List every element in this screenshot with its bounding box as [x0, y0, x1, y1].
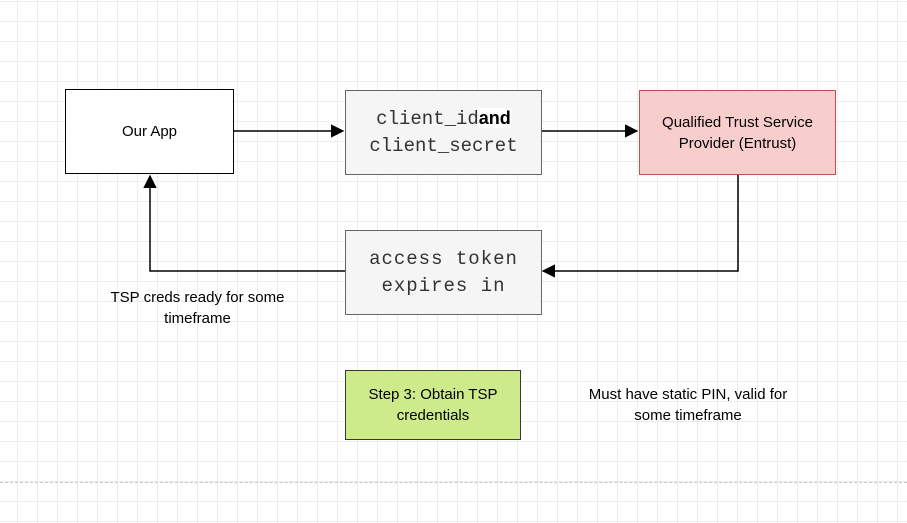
access-token-node[interactable]: access token expires in [345, 230, 542, 315]
edge-token-to-app [143, 174, 345, 272]
our-app-label: Our App [121, 123, 178, 140]
and-text: and [478, 108, 511, 128]
our-app-node[interactable]: Our App [65, 89, 234, 174]
access-token-line2: expires in [381, 274, 506, 297]
client-credentials-node[interactable]: client_idand client_secret [345, 90, 542, 175]
client-secret-text: client_secret [369, 135, 518, 157]
static-pin-line1: Must have static PIN, valid for [588, 386, 788, 403]
tsp-creds-line1: TSP creds ready for some [110, 289, 285, 306]
step-label-line1: Step 3: Obtain TSP [368, 386, 498, 403]
tsp-label-line2: Provider (Entrust) [678, 134, 797, 152]
edge-tsp-to-token [541, 175, 739, 278]
tsp-node[interactable]: Qualified Trust Service Provider (Entrus… [639, 90, 836, 175]
static-pin-label: Must have static PIN, valid for some tim… [560, 384, 816, 426]
tsp-creds-label: TSP creds ready for some timeframe [90, 287, 305, 329]
access-token-line1: access token [369, 247, 518, 270]
step-node[interactable]: Step 3: Obtain TSP credentials [345, 370, 521, 440]
client-id-text: client_id [376, 108, 479, 130]
client-credentials-line1: client_idand [376, 105, 511, 133]
static-pin-line2: some timeframe [634, 407, 742, 424]
page-break-divider [0, 482, 907, 483]
step-label-line2: credentials [396, 407, 470, 424]
tsp-creds-line2: timeframe [164, 310, 231, 327]
tsp-label-line1: Qualified Trust Service [662, 113, 813, 131]
